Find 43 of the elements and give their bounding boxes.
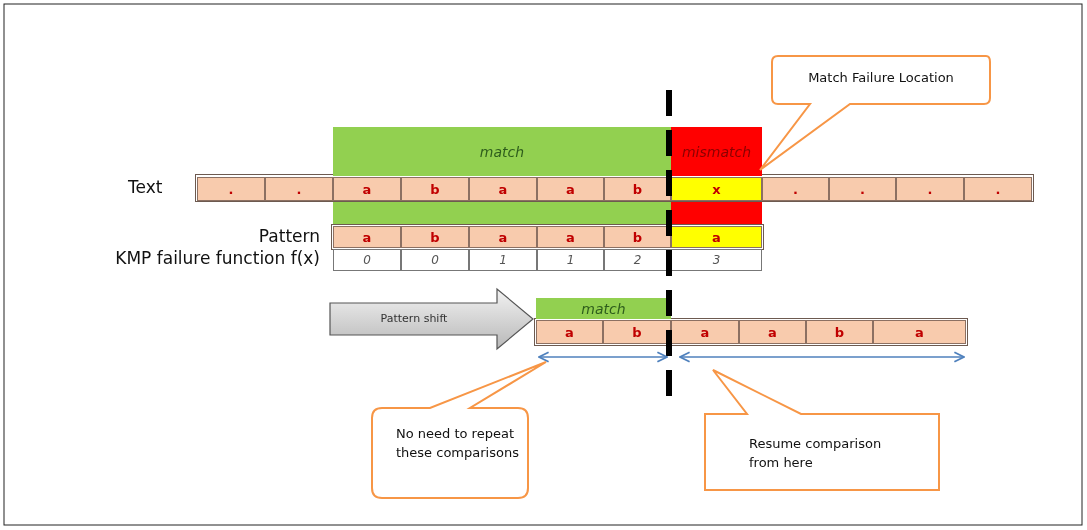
pattern-cell: b <box>806 320 873 344</box>
match-band: match <box>536 298 671 319</box>
pattern-cell: b <box>603 320 671 344</box>
text-cell: a <box>537 177 604 201</box>
row-label: KMP failure function f(x) <box>115 248 320 268</box>
failure-value-cell: 0 <box>401 249 469 271</box>
text-cell: a <box>333 177 401 201</box>
pattern-cell: b <box>604 226 671 248</box>
failure-value-cell: 2 <box>604 249 671 271</box>
speech-bubble <box>370 360 548 500</box>
text-cell: b <box>604 177 671 201</box>
block-arrow <box>329 288 535 350</box>
pattern-cell: a <box>536 320 603 344</box>
text-cell: . <box>762 177 829 201</box>
pattern-cell: a <box>333 226 401 248</box>
text-cell: x <box>671 177 762 201</box>
failure-value-cell: 3 <box>671 249 762 271</box>
failure-value-cell: 1 <box>469 249 537 271</box>
failure-value-cell: 0 <box>333 249 401 271</box>
text-cell: . <box>829 177 896 201</box>
row-label: Pattern <box>258 226 320 246</box>
mismatch-band: mismatch <box>671 127 762 176</box>
pattern-cell: a <box>671 226 762 248</box>
match-band: match <box>333 127 671 176</box>
text-cell: . <box>964 177 1032 201</box>
pattern-cell: b <box>401 226 469 248</box>
callout-text: No need to repeat these comparisons <box>396 425 520 462</box>
row-label: Text <box>128 177 163 197</box>
pattern-cell: a <box>537 226 604 248</box>
speech-bubble <box>703 368 943 492</box>
pattern-cell: a <box>873 320 966 344</box>
failure-value-cell: 1 <box>537 249 604 271</box>
pattern-cell: a <box>469 226 537 248</box>
pattern-cell: a <box>671 320 739 344</box>
arrow-label: Pattern shift <box>379 311 449 327</box>
text-cell: . <box>265 177 333 201</box>
pattern-cell: a <box>739 320 806 344</box>
text-cell: . <box>197 177 265 201</box>
text-cell: a <box>469 177 537 201</box>
text-cell: . <box>896 177 964 201</box>
text-cell: b <box>401 177 469 201</box>
callout-text: Match Failure Location <box>807 69 955 87</box>
callout-text: Resume comparison from here <box>749 435 883 472</box>
